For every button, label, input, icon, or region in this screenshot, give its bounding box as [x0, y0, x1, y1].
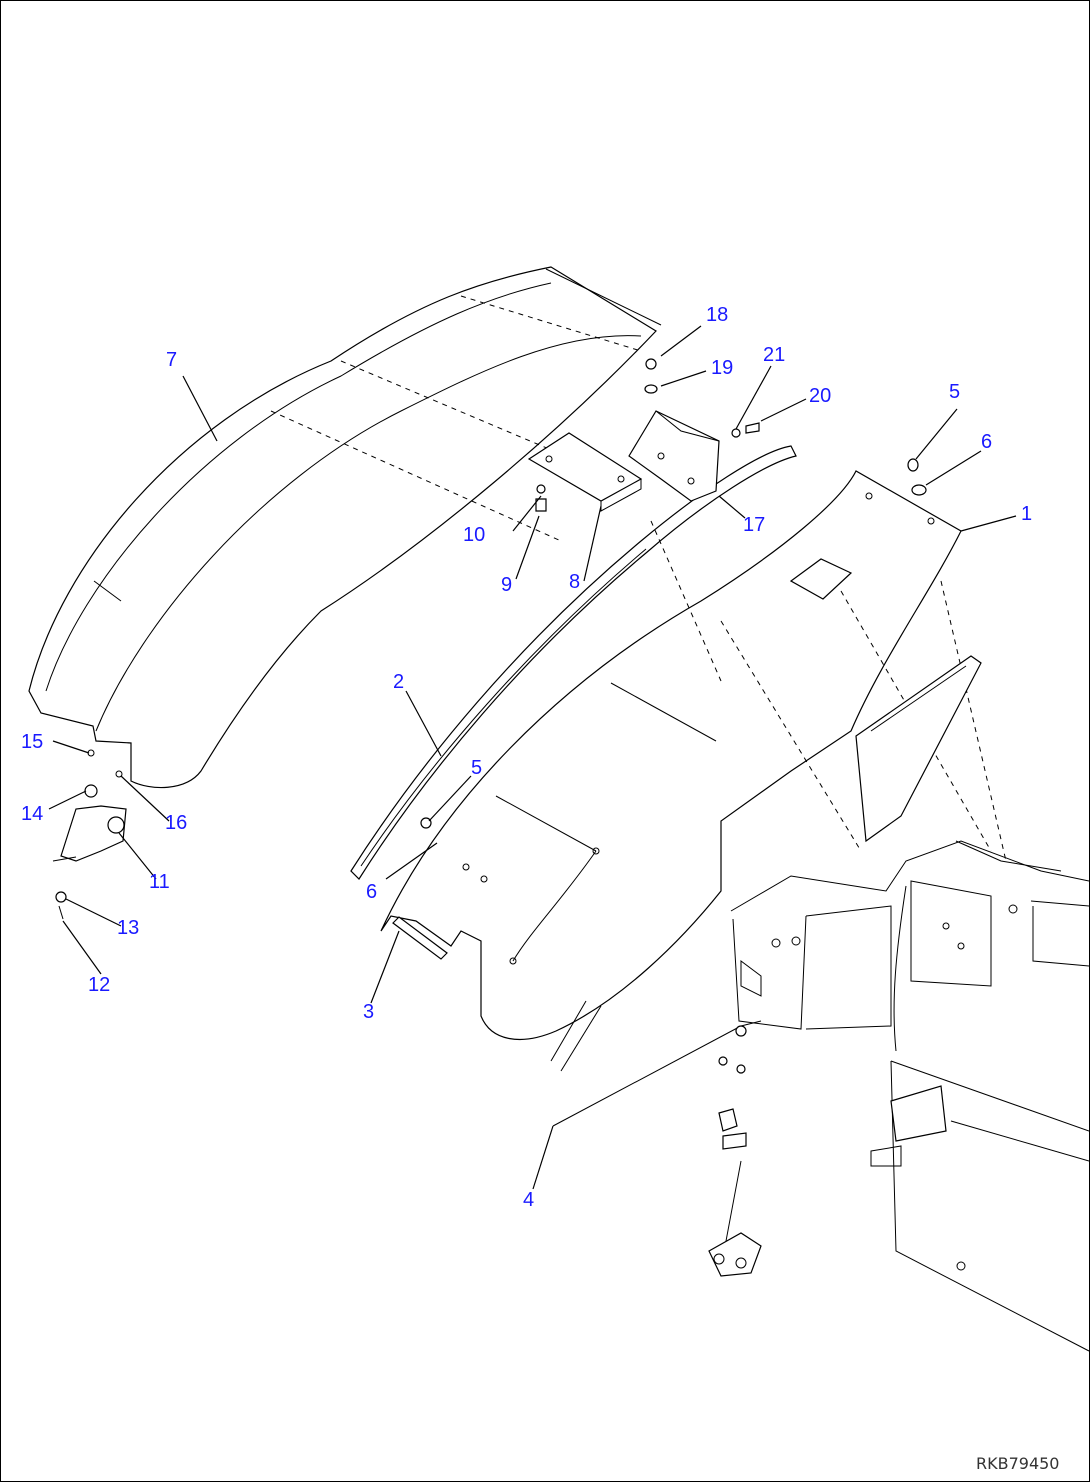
callout-13: 13 — [117, 917, 139, 939]
callout-1: 1 — [1021, 503, 1032, 525]
callout-9: 9 — [501, 574, 512, 596]
callout-15: 15 — [21, 731, 43, 753]
callout-4: 4 — [523, 1189, 534, 1211]
callout-19: 19 — [711, 357, 733, 379]
callout-21: 21 — [763, 344, 785, 366]
callout-5-upper: 5 — [949, 381, 960, 403]
callout-7: 7 — [166, 349, 177, 371]
callout-14: 14 — [21, 803, 43, 825]
callout-5-lower: 5 — [471, 757, 482, 779]
leader-lines — [48, 325, 1017, 1190]
callout-18: 18 — [706, 304, 728, 326]
callout-11: 11 — [149, 871, 170, 893]
callout-3: 3 — [363, 1001, 374, 1023]
fender-panel-part-1 — [380, 470, 1007, 1040]
mounting-bracket-part-8 — [527, 432, 643, 512]
callout-labels: 1 2 3 4 5 5 6 6 7 8 9 10 11 12 13 14 15 … — [21, 304, 1032, 1211]
strip-part-3 — [392, 916, 448, 960]
callout-10: 10 — [463, 524, 485, 546]
callout-17: 17 — [743, 514, 765, 536]
callout-2: 2 — [393, 671, 404, 693]
mounting-bracket-part-17 — [628, 410, 720, 502]
fastener-hardware — [420, 358, 927, 849]
support-stay — [855, 655, 982, 843]
callout-20: 20 — [809, 385, 831, 407]
callout-8: 8 — [569, 571, 580, 593]
callout-6-upper: 6 — [981, 431, 992, 453]
drawing-reference: RKB79450 — [976, 1454, 1059, 1473]
callout-12: 12 — [88, 974, 110, 996]
hinge-bracket-part-11 — [52, 749, 127, 920]
hanger-assembly-part-4 — [552, 1020, 762, 1277]
callout-6-lower: 6 — [366, 881, 377, 903]
seal-strip-part-2 — [350, 445, 797, 880]
fender-cover-part-7 — [28, 266, 662, 789]
machine-frame-structure — [550, 840, 1089, 1352]
callout-16: 16 — [165, 812, 187, 834]
